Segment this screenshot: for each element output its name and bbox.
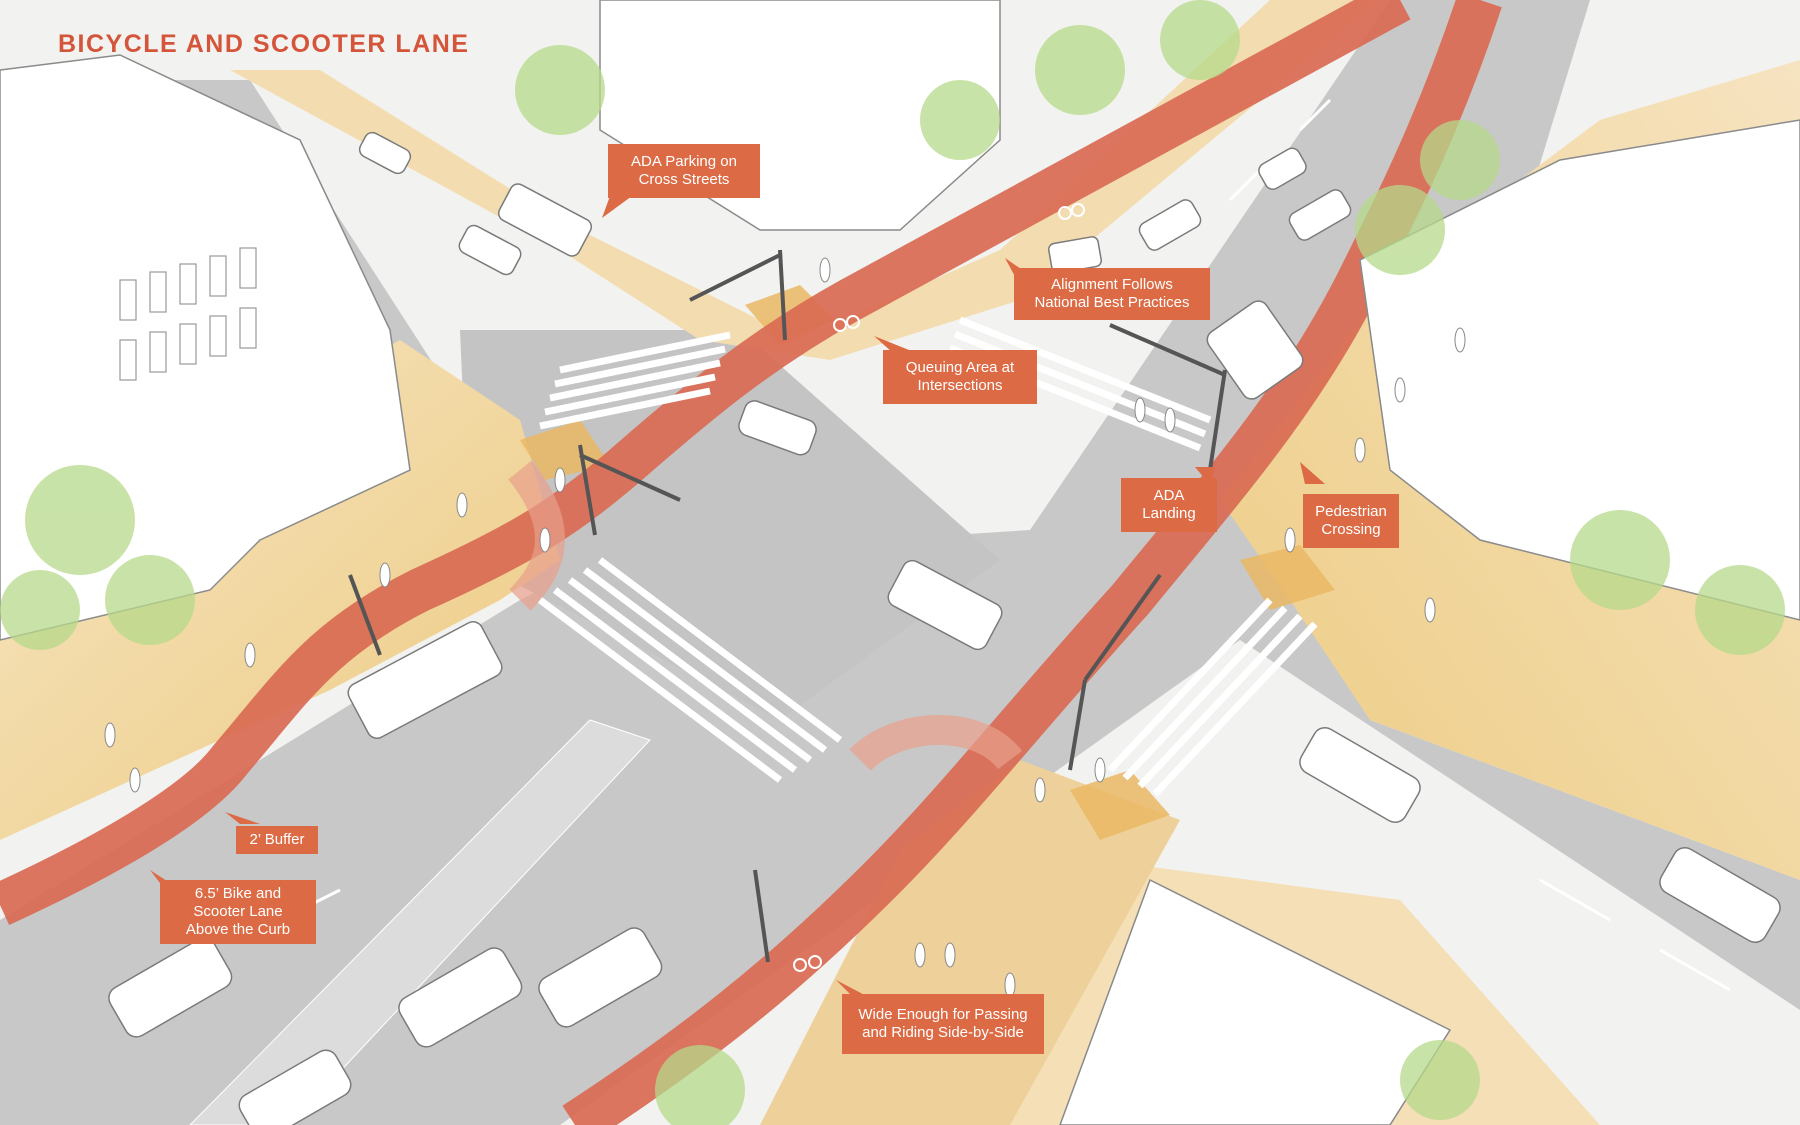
building-windows: [119, 247, 257, 381]
striped-median: [189, 719, 651, 1125]
vehicles: [108, 131, 1781, 1125]
callout-buffer: 2’ Buffer: [236, 826, 318, 854]
pedestrians: [104, 257, 1466, 998]
callout-pedestrian-crossing: Pedestrian Crossing: [1303, 494, 1399, 548]
callout-buffer-line1: 2’ Buffer: [249, 831, 305, 848]
callout-bike-lane-line2: Scooter Lane: [193, 903, 283, 920]
callout-queuing-line2: Intersections: [917, 377, 1003, 394]
callout-ada-landing-line2: Landing: [1142, 505, 1196, 522]
callout-ada-parking-line1: ADA Parking on: [631, 153, 737, 170]
callout-alignment: Alignment Follows National Best Practice…: [1014, 268, 1210, 320]
callout-wide-enough: Wide Enough for Passing and Riding Side-…: [842, 994, 1044, 1054]
callout-ada-landing: ADA Landing: [1121, 478, 1217, 532]
callout-ada-landing-line1: ADA: [1153, 487, 1185, 504]
signal-poles: [348, 249, 1227, 963]
callout-pedestrian-line1: Pedestrian: [1315, 503, 1387, 520]
callout-wide-enough-line2: and Riding Side-by-Side: [862, 1024, 1024, 1041]
queuing-areas: [520, 285, 1335, 840]
callout-pedestrian-line2: Crossing: [1321, 521, 1381, 538]
callout-bike-lane-line1: 6.5’ Bike and: [194, 885, 282, 902]
callout-queuing-line1: Queuing Area at: [905, 359, 1015, 376]
callout-alignment-line1: Alignment Follows: [1051, 276, 1173, 293]
callout-ada-parking: ADA Parking on Cross Streets: [608, 144, 760, 198]
callout-wide-enough-line1: Wide Enough for Passing: [858, 1006, 1028, 1023]
callout-bike-lane-line3: Above the Curb: [185, 921, 291, 938]
callout-bike-scooter-lane: 6.5’ Bike and Scooter Lane Above the Cur…: [160, 880, 316, 944]
callout-queuing-area: Queuing Area at Intersections: [883, 350, 1037, 404]
crosswalks: [537, 316, 1318, 797]
callout-ada-parking-line2: Cross Streets: [638, 171, 730, 188]
callout-alignment-line2: National Best Practices: [1034, 294, 1190, 311]
bicycles: [793, 203, 1085, 972]
diagram-title: BICYCLE AND SCOOTER LANE: [58, 30, 470, 58]
